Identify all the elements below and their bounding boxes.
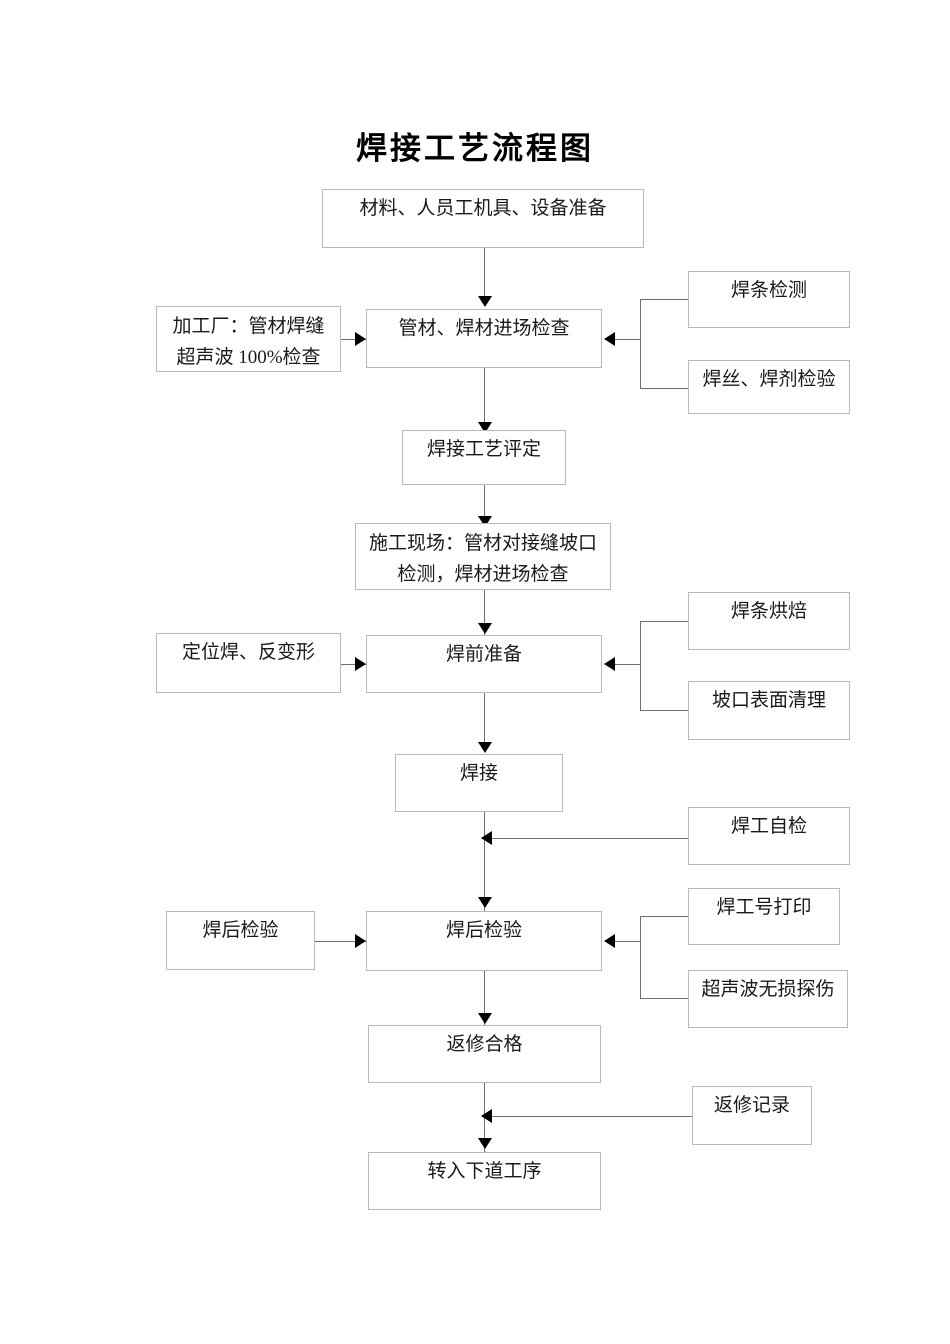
node-site-check[interactable]: 施工现场：管材对接缝坡口 检测，焊材进场检查 xyxy=(355,523,611,590)
connector-postweldleft-to-postweld xyxy=(315,941,366,942)
node-groove-cleaning[interactable]: 坡口表面清理 xyxy=(688,681,850,740)
connector-bracket-stub-wire xyxy=(640,388,688,389)
connector-preweld-to-welding xyxy=(484,693,485,748)
node-welder-number-stamp[interactable]: 焊工号打印 xyxy=(688,888,840,945)
node-material-entry-check[interactable]: 管材、焊材进场检查 xyxy=(366,309,602,368)
connector-postweld-to-repair xyxy=(484,971,485,1025)
node-welder-self-check[interactable]: 焊工自检 xyxy=(688,807,850,865)
arrowhead-repairrecord-to-main xyxy=(481,1109,492,1123)
node-site-check-line2: 检测，焊材进场检查 xyxy=(397,564,569,585)
node-factory-check[interactable]: 加工厂：管材焊缝 超声波 100%检查 xyxy=(156,306,341,372)
arrowhead-preweld-to-welding xyxy=(478,742,492,753)
connector-tackweld-to-preweld xyxy=(341,664,366,665)
arrowhead-entry-to-qualification xyxy=(478,422,492,433)
node-site-check-line1: 施工现场：管材对接缝坡口 xyxy=(368,533,597,554)
node-procedure-qualification[interactable]: 焊接工艺评定 xyxy=(402,430,566,485)
connector-selfcheck-to-main xyxy=(492,838,688,839)
connector-bracket-stub-stamp xyxy=(640,916,688,917)
node-factory-check-line1: 加工厂：管材焊缝 xyxy=(172,316,325,337)
connector-bracket-to-entry xyxy=(615,339,640,340)
connector-bracket-to-preweld xyxy=(615,664,640,665)
connector-bracket-postweld-right xyxy=(640,916,641,998)
arrowhead-site-to-preweld xyxy=(478,623,492,634)
arrowhead-welding-to-postweld xyxy=(478,897,492,908)
node-welding[interactable]: 焊接 xyxy=(395,754,563,812)
connector-prep-to-entry xyxy=(484,248,485,298)
connector-bracket-stub-baking xyxy=(640,621,688,622)
node-repair-qualified[interactable]: 返修合格 xyxy=(368,1025,601,1083)
arrowhead-right-to-entry xyxy=(604,332,615,346)
arrowhead-factory-to-entry xyxy=(355,332,366,346)
connector-bracket-stub-ndt xyxy=(640,998,688,999)
connector-factory-to-entry xyxy=(341,339,366,340)
arrowhead-postweldleft-to-postweld xyxy=(355,934,366,948)
connector-welding-to-postweld xyxy=(484,812,485,911)
arrowhead-right-to-postweld xyxy=(604,934,615,948)
node-factory-check-line2: 超声波 100%检查 xyxy=(176,347,321,368)
arrowhead-selfcheck-to-main xyxy=(481,831,492,845)
page-title: 焊接工艺流程图 xyxy=(356,131,594,167)
node-pre-weld-prep[interactable]: 焊前准备 xyxy=(366,635,602,693)
arrowhead-right-to-preweld xyxy=(604,657,615,671)
connector-bracket-to-postweld xyxy=(615,941,640,942)
arrowhead-repair-to-next xyxy=(478,1138,492,1149)
connector-bracket-stub-cleaning xyxy=(640,710,688,711)
node-repair-record[interactable]: 返修记录 xyxy=(692,1086,812,1145)
arrowhead-tackweld-to-preweld xyxy=(355,657,366,671)
arrowhead-prep-to-entry xyxy=(478,296,492,307)
arrowhead-qualification-to-site xyxy=(478,516,492,527)
node-next-process[interactable]: 转入下道工序 xyxy=(368,1152,601,1210)
connector-bracket-entry-right xyxy=(640,299,641,388)
connector-entry-to-qualification xyxy=(484,368,485,425)
connector-qualification-to-site xyxy=(484,485,485,527)
arrowhead-postweld-to-repair xyxy=(478,1013,492,1024)
node-ultrasonic-ndt[interactable]: 超声波无损探伤 xyxy=(688,970,848,1028)
node-post-weld-inspection[interactable]: 焊后检验 xyxy=(366,911,602,971)
connector-repairrecord-to-main xyxy=(492,1116,692,1117)
node-tack-weld[interactable]: 定位焊、反变形 xyxy=(156,633,341,693)
node-post-weld-inspection-left[interactable]: 焊后检验 xyxy=(166,911,315,970)
node-wire-flux-test[interactable]: 焊丝、焊剂检验 xyxy=(688,360,850,414)
node-electrode-test[interactable]: 焊条检测 xyxy=(688,271,850,328)
node-electrode-baking[interactable]: 焊条烘焙 xyxy=(688,592,850,650)
node-prep[interactable]: 材料、人员工机具、设备准备 xyxy=(322,189,644,248)
connector-bracket-preweld-right xyxy=(640,621,641,710)
connector-site-to-preweld xyxy=(484,590,485,635)
connector-bracket-stub-electrode xyxy=(640,299,688,300)
